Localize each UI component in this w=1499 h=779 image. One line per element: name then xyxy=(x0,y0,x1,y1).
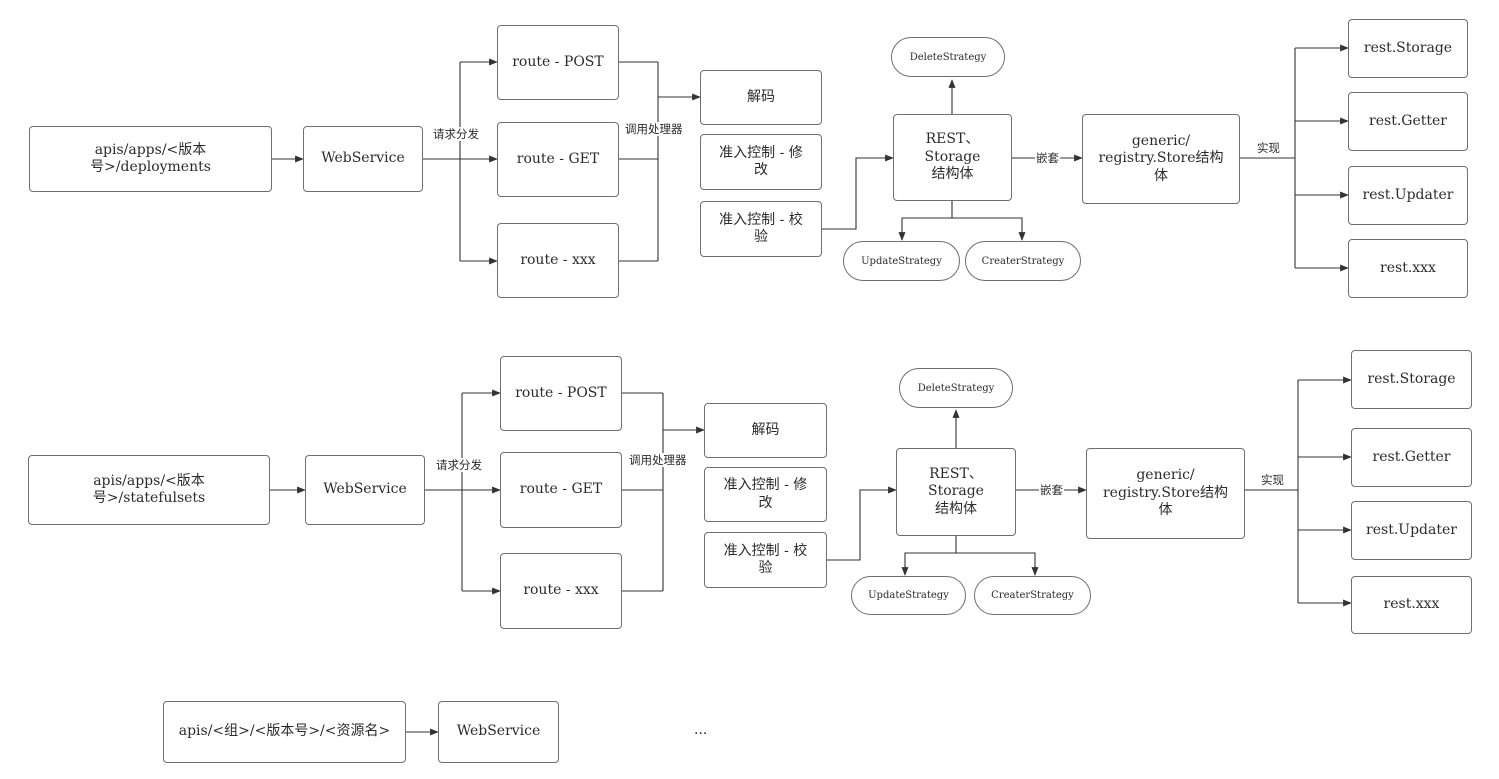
source-path-box-1: apis/apps/<版本 号>/deployments xyxy=(29,126,272,192)
handler-validate-box-2: 准入控制 - 校 验 xyxy=(704,532,827,588)
implement-label-2: 实现 xyxy=(1260,473,1285,487)
source-path-box-2: apis/apps/<版本 号>/statefulsets xyxy=(28,455,270,525)
registry-store-box-2: generic/ registry.Store结构 体 xyxy=(1086,448,1245,539)
webservice-box-1: WebService xyxy=(303,126,423,192)
route-post-box-2: route - POST xyxy=(500,356,622,431)
rest-storage-interface-2: rest.Storage xyxy=(1351,350,1472,409)
delete-strategy-pill-2: DeleteStrategy xyxy=(899,368,1013,408)
webservice-box-2: WebService xyxy=(305,455,425,525)
embed-label-1: 嵌套 xyxy=(1035,151,1060,165)
route-post-box-1: route - POST xyxy=(497,25,619,100)
creater-strategy-pill-1: CreaterStrategy xyxy=(965,241,1081,281)
route-get-box-2: route - GET xyxy=(500,452,622,528)
update-strategy-pill-1: UpdateStrategy xyxy=(843,241,960,281)
implement-label-1: 实现 xyxy=(1256,141,1281,155)
rest-storage-box-2: REST、Storage 结构体 xyxy=(896,448,1016,536)
rest-xxx-interface-2: rest.xxx xyxy=(1351,576,1472,634)
route-xxx-box-1: route - xxx xyxy=(497,223,619,298)
creater-strategy-pill-2: CreaterStrategy xyxy=(974,576,1091,615)
route-get-box-1: route - GET xyxy=(497,122,619,197)
rest-updater-interface-1: rest.Updater xyxy=(1348,166,1468,225)
handler-label-1: 调用处理器 xyxy=(624,122,684,136)
handler-decode-box-2: 解码 xyxy=(704,403,827,458)
delete-strategy-pill-1: DeleteStrategy xyxy=(891,37,1005,77)
footer-source-path-box: apis/<组>/<版本号>/<资源名> xyxy=(163,701,406,763)
embed-label-2: 嵌套 xyxy=(1039,483,1064,497)
rest-xxx-interface-1: rest.xxx xyxy=(1348,239,1468,298)
edge-handlers-to-rest-2 xyxy=(827,486,897,561)
footer-webservice-box: WebService xyxy=(438,701,559,763)
handler-decode-box-1: 解码 xyxy=(700,70,822,125)
rest-storage-interface-1: rest.Storage xyxy=(1348,19,1468,78)
registry-store-box-1: generic/ registry.Store结构 体 xyxy=(1082,114,1240,204)
rest-storage-box-1: REST、Storage 结构体 xyxy=(893,114,1012,201)
rest-getter-interface-1: rest.Getter xyxy=(1348,92,1468,151)
route-xxx-box-2: route - xxx xyxy=(500,553,622,629)
rest-getter-interface-2: rest.Getter xyxy=(1351,428,1472,487)
update-strategy-pill-2: UpdateStrategy xyxy=(851,576,966,615)
footer-ellipsis: ... xyxy=(694,722,708,738)
rest-updater-interface-2: rest.Updater xyxy=(1351,501,1472,560)
edge-rest-to-strategies-1 xyxy=(901,201,1023,240)
handler-validate-box-1: 准入控制 - 校 验 xyxy=(700,201,822,257)
edge-handlers-to-rest-1 xyxy=(822,154,894,230)
handler-mutate-box-1: 准入控制 - 修 改 xyxy=(700,134,822,190)
dispatch-label-2: 请求分发 xyxy=(435,458,483,472)
handler-label-2: 调用处理器 xyxy=(628,453,688,467)
handler-mutate-box-2: 准入控制 - 修 改 xyxy=(704,467,827,522)
edge-rest-to-strategies-2 xyxy=(904,536,1036,575)
dispatch-label-1: 请求分发 xyxy=(432,127,480,141)
